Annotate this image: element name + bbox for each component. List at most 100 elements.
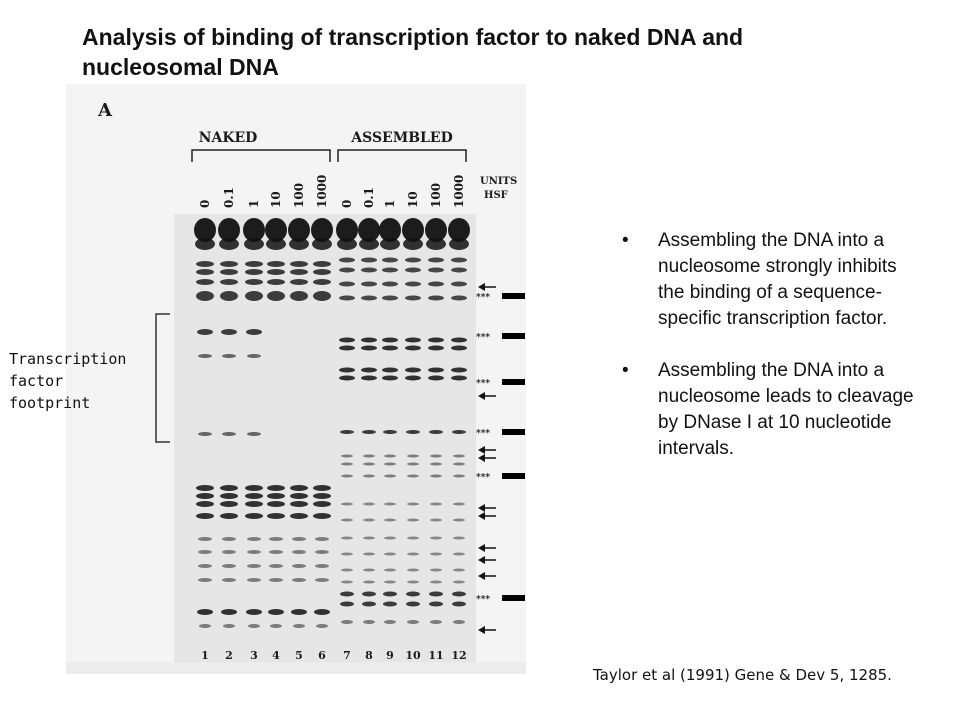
black-bar-marker: [502, 293, 525, 299]
arrow-head-icon: [478, 454, 485, 462]
gel-band: [430, 454, 442, 458]
gel-band: [245, 269, 263, 275]
lane-number: 4: [272, 649, 280, 662]
gel-band: [220, 513, 238, 519]
gel-band: [382, 375, 398, 381]
gel-band: [269, 564, 283, 568]
gel-band: [313, 493, 331, 499]
concentration-label: 100: [429, 183, 443, 208]
gel-band: [430, 536, 442, 540]
gel-band: [247, 537, 261, 541]
gel-band: [267, 493, 285, 499]
concentration-label: 0.1: [222, 187, 236, 208]
gel-band: [384, 454, 396, 458]
gel-band: [222, 354, 236, 358]
gel-band: [290, 501, 308, 507]
gel-band: [384, 552, 396, 556]
gel-band: [384, 620, 396, 624]
gel-band: [382, 257, 398, 263]
gel-band: [429, 591, 443, 597]
gel-band: [430, 568, 442, 572]
gel-band: [451, 345, 467, 351]
gel-band: [361, 267, 377, 273]
gel-band: [428, 295, 444, 301]
gel-band: [405, 257, 421, 263]
gel-band: [407, 454, 419, 458]
gel-band: [313, 513, 331, 519]
gel-band: [430, 474, 442, 478]
gel-band: [289, 238, 309, 250]
gel-band: [363, 518, 375, 522]
concentration-label: 0: [198, 200, 212, 208]
lane-number: 2: [225, 649, 233, 662]
arrow-head-icon: [478, 626, 485, 634]
gel-band: [220, 485, 238, 491]
gel-band: [363, 462, 375, 466]
gel-band: [382, 367, 398, 373]
gel-band: [339, 257, 355, 263]
gel-band: [246, 609, 262, 615]
gel-band: [197, 329, 213, 335]
gel-band: [313, 261, 331, 267]
gel-band: [245, 513, 263, 519]
gel-band: [221, 329, 237, 335]
gel-band: [292, 564, 306, 568]
group-label-assembled: ASSEMBLED: [350, 130, 452, 146]
gel-band: [222, 550, 236, 554]
gel-band: [266, 238, 286, 250]
gel-band: [384, 580, 396, 584]
gel-band: [430, 580, 442, 584]
gel-band: [405, 295, 421, 301]
gel-band: [268, 609, 284, 615]
gel-band: [313, 501, 331, 507]
gel-band: [198, 564, 212, 568]
gel-band: [430, 502, 442, 506]
gel-band: [384, 502, 396, 506]
gel-band: [359, 238, 379, 250]
gel-band: [363, 552, 375, 556]
lane-number: 10: [405, 649, 421, 662]
star-mark: ***: [476, 333, 490, 343]
bullet-text: Assembling the DNA into a nucleosome str…: [658, 230, 897, 329]
gel-band: [220, 291, 238, 301]
gel-band: [269, 578, 283, 582]
lane-number: 7: [343, 649, 351, 662]
gel-band: [339, 345, 355, 351]
gel-band: [267, 269, 285, 275]
gel-band: [245, 493, 263, 499]
gel-band: [315, 578, 329, 582]
gel-band: [453, 518, 465, 522]
gel-band: [363, 474, 375, 478]
gel-band: [428, 337, 444, 343]
gel-band: [379, 218, 401, 242]
gel-band: [430, 518, 442, 522]
gel-band: [292, 578, 306, 582]
black-bar-marker: [502, 333, 525, 339]
gel-band: [407, 536, 419, 540]
scan-bottom-strip: [66, 662, 526, 674]
arrow-head-icon: [478, 512, 485, 520]
gel-band: [194, 218, 216, 242]
gel-band: [292, 537, 306, 541]
gel-band: [361, 345, 377, 351]
gel-band: [198, 432, 212, 436]
gel-markers: ******************: [476, 283, 525, 634]
gel-band: [290, 261, 308, 267]
gel-band: [269, 550, 283, 554]
gel-band: [247, 354, 261, 358]
concentration-label: 0.1: [362, 187, 376, 208]
gel-band: [196, 279, 214, 285]
black-bar-marker: [502, 473, 525, 479]
gel-band: [362, 591, 376, 597]
gel-band: [341, 474, 353, 478]
gel-band: [220, 261, 238, 267]
gel-band: [406, 591, 420, 597]
gel-band: [383, 430, 397, 434]
gel-band: [270, 624, 282, 628]
concentration-label: 1000: [452, 175, 466, 208]
gel-band: [407, 620, 419, 624]
gel-band: [384, 536, 396, 540]
gel-band: [428, 267, 444, 273]
gel-band: [267, 291, 285, 301]
